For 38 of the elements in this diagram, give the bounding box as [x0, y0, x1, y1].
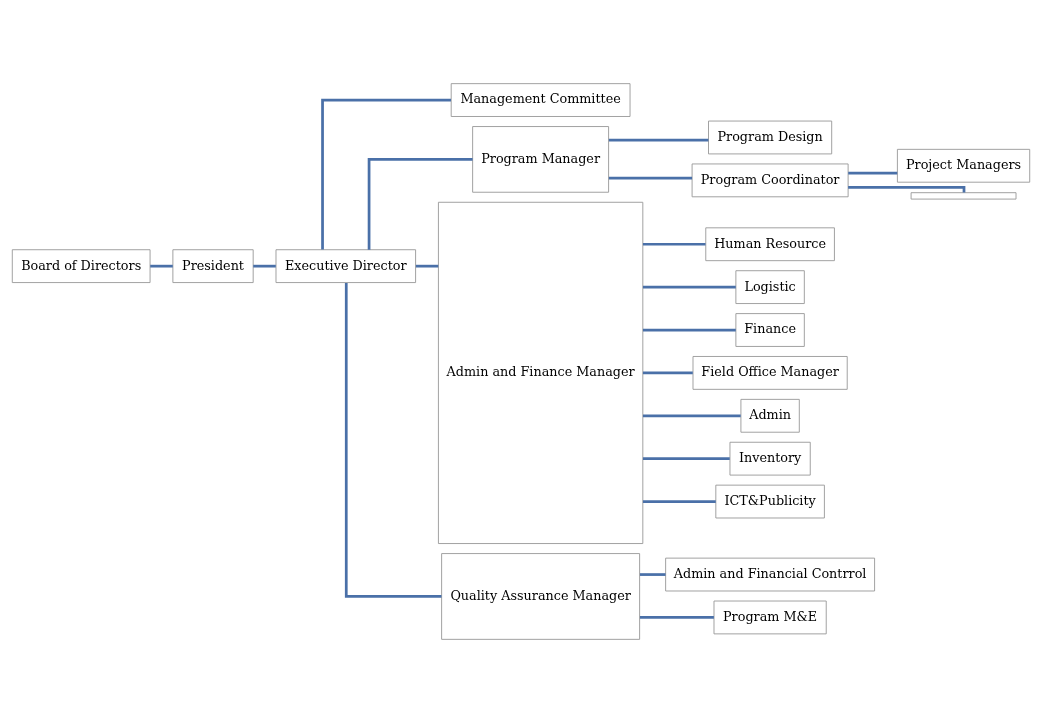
node-box: Program Design — [708, 120, 833, 155]
node-box: Inventory — [729, 441, 811, 476]
connector — [642, 414, 741, 418]
connector — [321, 98, 451, 250]
node-box: Program M&E — [713, 600, 827, 635]
node-box: Human Resource — [705, 227, 835, 262]
node-box: Quality Assurance Manager — [441, 553, 641, 640]
connector — [642, 500, 716, 503]
node-box: Program Coordinator — [691, 163, 849, 198]
connector — [642, 328, 736, 332]
connector — [642, 242, 706, 246]
connector — [642, 285, 736, 289]
connector — [415, 264, 439, 268]
node-box: Admin — [740, 398, 800, 433]
node-box: Management Committee — [450, 83, 631, 117]
node-box: Project Managers — [896, 148, 1031, 183]
node-box: Admin and Finance Manager — [437, 201, 644, 544]
connector — [367, 158, 473, 250]
node-box: Field Office Manager — [692, 356, 848, 390]
node-box: ICT&Publicity — [715, 484, 825, 519]
connector — [848, 171, 898, 175]
connector — [150, 264, 173, 268]
connector — [639, 573, 666, 576]
connector — [344, 283, 442, 598]
node-box: Executive Director — [275, 249, 417, 284]
connector — [642, 371, 693, 375]
connector — [608, 138, 709, 142]
node-box: Admin and Financial Contrrol — [665, 557, 876, 592]
connector — [608, 176, 693, 180]
node-box: Board of Directors — [11, 249, 151, 284]
node-box: Program Manager — [472, 126, 610, 193]
node-box: President — [172, 249, 254, 284]
connector — [642, 457, 730, 461]
node-box: Finance — [735, 313, 805, 347]
node-box — [910, 192, 1017, 200]
node-box: Logistic — [735, 270, 805, 304]
connector — [639, 616, 714, 619]
connector — [253, 264, 276, 268]
